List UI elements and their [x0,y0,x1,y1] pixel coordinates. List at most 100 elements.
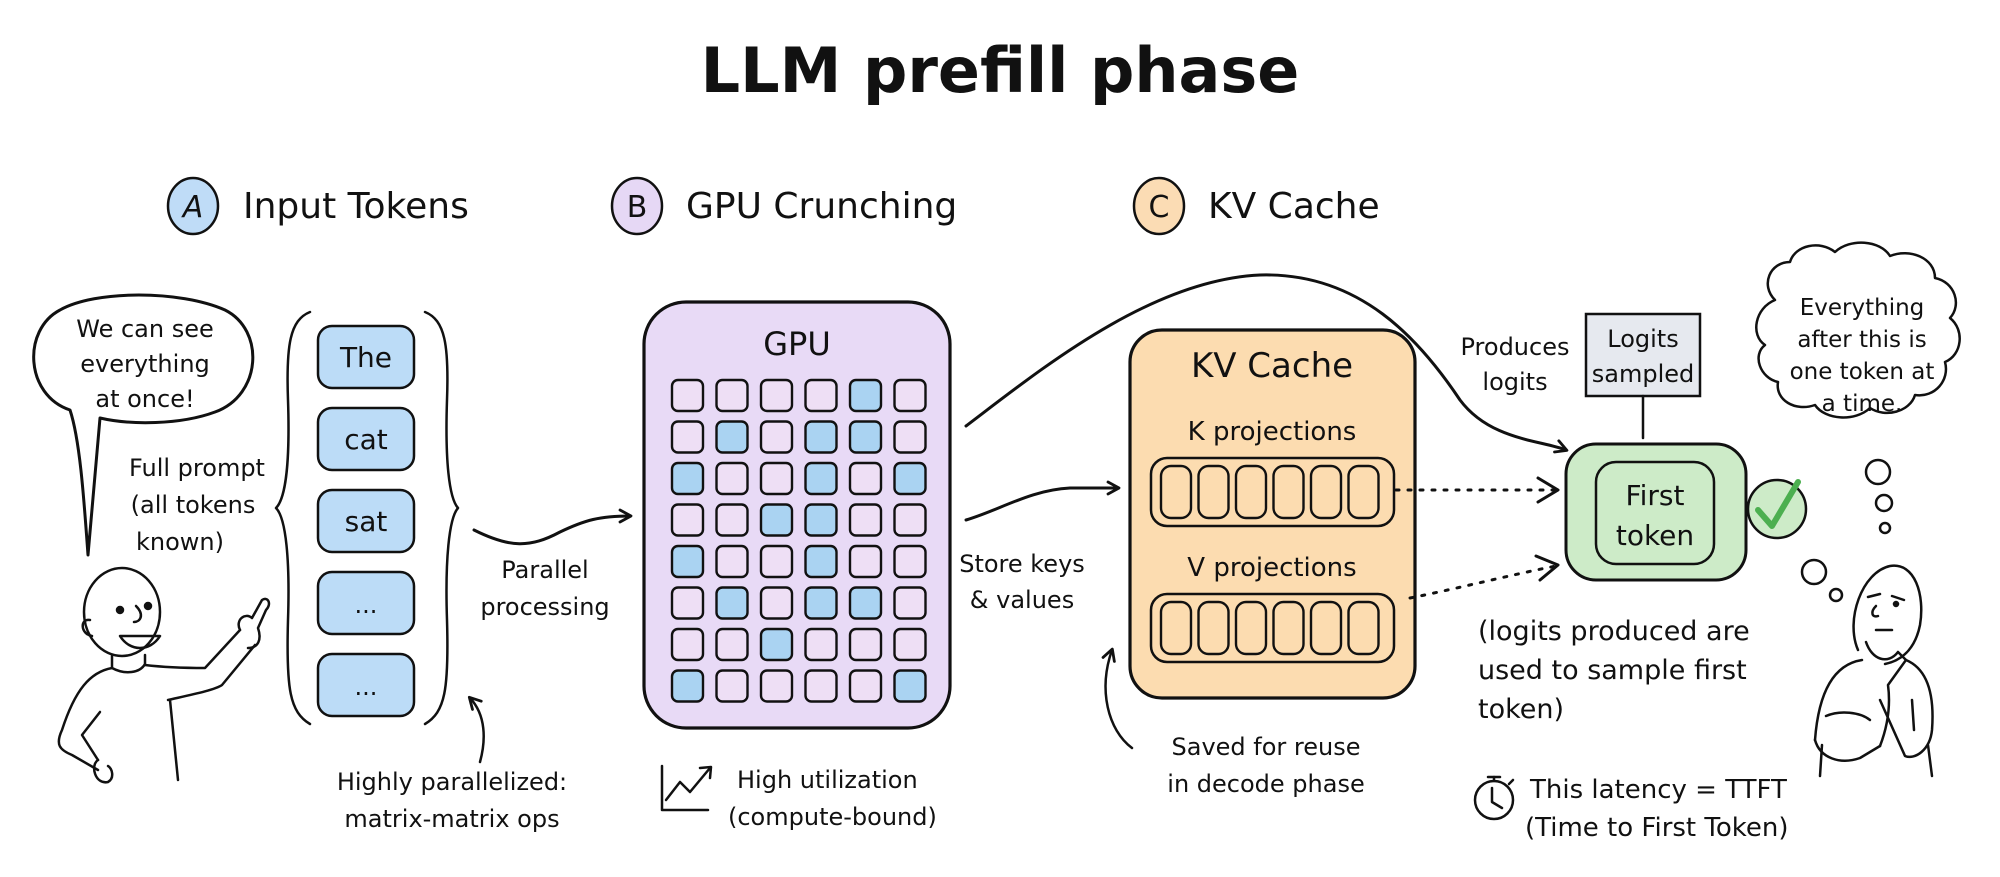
left-brace [274,310,312,726]
input-token: The [316,324,416,390]
gpu-cell-active [848,586,883,620]
k-projection-slots [1159,464,1380,520]
section-header-c: C KV Cache [1132,176,1380,236]
saved-label-line: Saved for reuse [1172,733,1361,761]
input-token-label: The [339,341,392,374]
gpu-cell-idle [670,586,705,620]
gpu-cell-active [804,586,838,620]
gpu-cell-idle [804,627,838,662]
gpu-cell-active [848,378,883,413]
input-token: ... [316,570,416,636]
speech-bubble: We can see everything at once! [32,293,255,557]
v-projection-slot [1159,600,1193,656]
utilization-note: High utilization (compute-bound) [660,764,937,831]
check-circle-icon [1746,478,1808,540]
input-token: sat [316,488,416,554]
speech-bubble-line: We can see [76,315,214,343]
gpu-cell-idle [715,544,749,579]
gpu-cell-idle [893,627,927,662]
saved-for-reuse-arrow [1101,647,1134,750]
k-projection-slot [1309,464,1343,520]
v-projection-slot [1347,600,1380,656]
produces-logits-line: logits [1482,368,1547,396]
gpu-cell-active [893,669,927,703]
gpu-cell-active [670,669,705,703]
utilization-line: (compute-bound) [728,803,937,831]
input-token-box [316,406,416,472]
logits-sampled-line: sampled [1592,360,1695,388]
thought-dot [1800,558,1828,586]
input-token: ... [316,652,416,718]
gpu-cell-active [715,420,749,454]
section-header-b: B GPU Crunching [610,176,957,236]
gpu-cell-idle [804,669,838,703]
store-label-line: & values [970,586,1074,614]
gpu-cell-active [759,503,794,537]
gpu-cell-active [804,503,838,537]
v-projection-slot [1197,600,1230,656]
thought-dot [1864,458,1892,486]
highly-parallelized-label: Highly parallelized: matrix-matrix ops [337,768,567,833]
k-projection-slot [1234,464,1268,520]
gpu-cell-idle [715,669,749,703]
input-token: cat [316,406,416,472]
input-token-label: ... [355,673,378,701]
v-projections-row [1149,592,1396,664]
gpu-cell-idle [759,378,794,413]
parallel-processing-arrow [472,508,633,546]
gpu-cell-active [804,461,838,496]
gpu-cell-active [893,461,927,496]
parallel-label-line: processing [480,593,609,621]
gpu-block: GPU [642,300,952,730]
section-badge-a-circle [166,176,220,236]
first-token-inner [1594,460,1716,566]
gpu-cell-active [670,461,705,496]
section-label-gpu-crunching: GPU Crunching [686,186,957,227]
ttft-note: This latency = TTFT (Time to First Token… [1473,775,1789,843]
thought-dot [1878,521,1892,535]
gpu-cell-idle [759,669,794,703]
gpu-cell-active [715,586,749,620]
utilization-line: High utilization [737,766,918,794]
thought-bubble-outline [1755,241,1961,419]
gpu-cell-idle [893,420,927,454]
v-projections-label: V projections [1187,553,1356,583]
saved-for-reuse-label: Saved for reuse in decode phase [1167,733,1364,798]
speech-bubble-line: at once! [95,385,194,413]
gpu-cell-idle [670,378,705,413]
k-projection-slot [1197,464,1230,520]
pointing-person-illustration [57,566,271,784]
v-dotted-arrowhead [1534,554,1560,582]
logits-sampled-line: Logits [1607,325,1678,353]
section-label-kv-cache: KV Cache [1208,186,1380,227]
first-token-line: token [1616,519,1694,552]
input-token-label: ... [355,591,378,619]
store-keys-values-label: Store keys & values [959,550,1085,614]
section-badge-a-letter: A [181,190,204,225]
input-token-box [316,652,416,718]
thought-bubble-line: after this is [1797,327,1926,353]
gpu-cell-idle [848,627,883,662]
gpu-cell-idle [670,503,705,537]
store-label-line: Store keys [959,550,1085,578]
v-dotted-arrow [1408,564,1558,600]
input-token-label: sat [345,505,388,538]
gpu-cell-idle [759,420,794,454]
stopwatch-icon [1473,775,1515,821]
thought-dot [1874,493,1894,513]
produces-logits-line: Produces [1461,333,1570,361]
store-keys-values-arrow [964,480,1121,522]
gpu-cell-idle [848,544,883,579]
gpu-cell-idle [670,627,705,662]
input-token-box [316,324,416,390]
thinking-person-illustration [1813,564,1934,778]
k-projection-slot [1159,464,1193,520]
gpu-cell-active [670,544,705,579]
logits-note-line: (logits produced are [1478,616,1750,647]
gpu-cell-idle [848,461,883,496]
produces-logits-label: Produces logits [1461,333,1570,396]
gpu-cell-active [804,420,838,454]
thought-bubble-line: Everything [1800,295,1925,321]
gpu-cell-idle [715,461,749,496]
